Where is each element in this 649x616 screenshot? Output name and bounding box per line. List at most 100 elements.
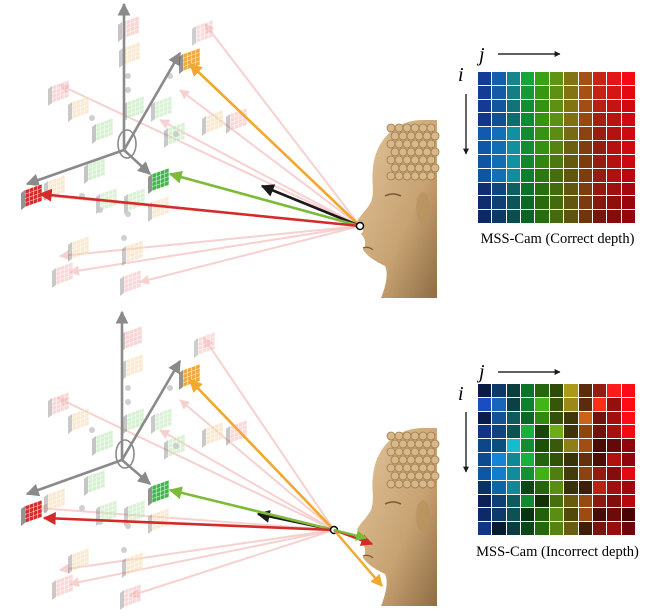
hair-curl [406, 147, 416, 157]
hair-curl [402, 431, 412, 441]
tile-body [119, 48, 123, 68]
grid-cell [578, 425, 592, 439]
tile-gridline [95, 121, 114, 129]
grid-cell [492, 453, 506, 466]
camera-image-tile [68, 95, 90, 122]
hair-curl [414, 439, 424, 449]
grid-cell [478, 85, 492, 99]
grid-cell [535, 127, 549, 141]
grid-cell [564, 466, 578, 480]
grid-cell [592, 453, 607, 466]
rotation-arc [115, 439, 135, 469]
tile-gridline [47, 491, 66, 499]
hair-curl [418, 139, 428, 149]
tile-gridline [197, 335, 216, 343]
grid-cell [535, 522, 549, 535]
tile-gridline [122, 50, 141, 57]
tile-gridline [47, 496, 66, 503]
tile-face [195, 19, 214, 44]
faint-ray [139, 225, 361, 285]
tile-body [148, 202, 152, 222]
hair-curl [406, 439, 416, 449]
grid-cell [521, 196, 535, 210]
grid-cell [492, 425, 506, 439]
grid-cell [506, 141, 521, 154]
grid-cell [478, 99, 492, 113]
hair-curl [402, 155, 412, 165]
hair-curl [386, 479, 396, 489]
hair-curl [386, 171, 396, 181]
grid-cell [578, 439, 592, 453]
tile-gridline [205, 122, 224, 130]
hair-curl [386, 447, 396, 457]
hair-curl [402, 171, 412, 181]
tile-face [125, 239, 144, 264]
grid-cell [621, 439, 635, 453]
tile-body [123, 414, 127, 434]
hair-curl [426, 139, 436, 149]
tile-face [125, 551, 144, 576]
grid-cell [592, 522, 607, 535]
grid-cell [549, 99, 564, 113]
grid-cell [521, 182, 535, 196]
grid-cell [535, 397, 549, 411]
hair-curl [386, 155, 396, 165]
grid-cell [578, 522, 592, 535]
tile-body [84, 164, 88, 184]
axis-label-j: j [479, 361, 485, 383]
tile-gridline [95, 130, 114, 138]
coordinate-axis [123, 149, 151, 175]
hair-curl [398, 455, 408, 465]
grid-cell [564, 439, 578, 453]
tile-body [48, 86, 52, 106]
grid-cell [535, 196, 549, 210]
hair-curl [410, 447, 420, 457]
grid-cell [506, 466, 521, 480]
tile-gridline [95, 442, 114, 450]
grid-cell [621, 127, 635, 141]
faint-ray [59, 225, 361, 261]
grid-cell [578, 154, 592, 168]
tile-face [197, 331, 216, 356]
camera-center-dot [89, 427, 95, 433]
tile-gridline [151, 492, 170, 500]
grid-cell [506, 210, 521, 223]
grid-cell [578, 85, 592, 99]
buddha-head [357, 120, 440, 298]
grid-cell [549, 425, 564, 439]
grid-cell [578, 182, 592, 196]
grid-cell [506, 522, 521, 535]
grid-cell [621, 99, 635, 113]
camera-center-dot [173, 131, 179, 137]
camera-image-tile [194, 331, 216, 358]
tile-gridline [55, 577, 74, 585]
grid-cell [521, 72, 535, 85]
camera-image-tile [123, 95, 145, 122]
grid-cell [506, 494, 521, 508]
grid-cell [535, 411, 549, 425]
grid-cell [535, 384, 549, 397]
grid-cell [478, 127, 492, 141]
hair-curl [426, 431, 436, 441]
tile-body [52, 580, 56, 600]
hair-curl [410, 463, 420, 473]
grid-cell [521, 384, 535, 397]
hair-curl [426, 155, 436, 165]
hair-curl [402, 123, 412, 133]
grid-cell [535, 466, 549, 480]
tile-gridline [87, 473, 106, 481]
camera-center-dot [121, 235, 127, 241]
grid-cell [492, 397, 506, 411]
grid-cell [549, 127, 564, 141]
grid-cell [621, 196, 635, 210]
tile-body [151, 102, 155, 122]
grid-cell [478, 411, 492, 425]
tile-gridline [154, 416, 173, 423]
hair-curl [386, 463, 396, 473]
grid-cell [492, 522, 506, 535]
tile-gridline [99, 191, 118, 199]
camera-image-tile [226, 419, 248, 446]
grid-cell [478, 154, 492, 168]
faint-ray [57, 397, 335, 531]
tile-gridline [99, 508, 118, 515]
